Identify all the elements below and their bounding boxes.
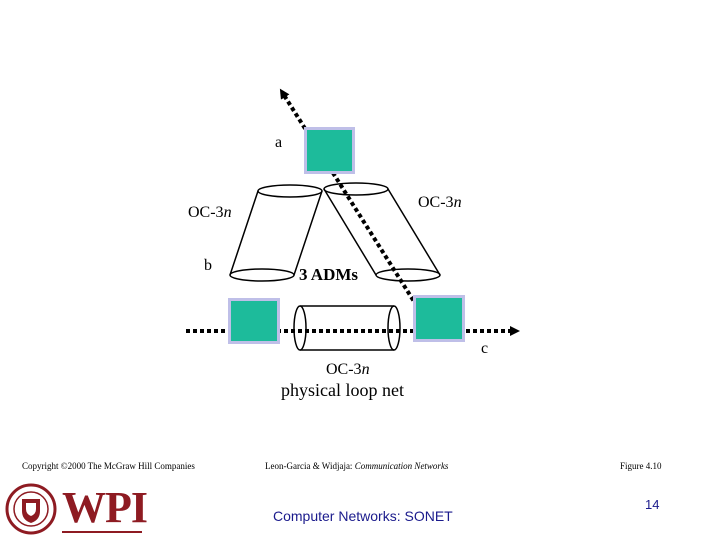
ring-label-left-text: OC-3: [188, 204, 224, 221]
wpi-logo-underline: [62, 531, 142, 533]
ring-label-right-text: OC-3: [418, 194, 454, 211]
fiber-cylinder-left: [229, 184, 323, 282]
ring-label-bottom: OC-3n: [326, 361, 370, 379]
figure-number: Figure 4.10: [620, 461, 662, 471]
course-title: Computer Networks: SONET: [273, 508, 453, 524]
citation-book: Communication Networks: [354, 461, 449, 471]
wpi-logo-text: WPI: [62, 483, 148, 532]
citation-authors: Leon-Garcia & Widjaja:: [265, 461, 353, 471]
wpi-logo: WPI: [4, 483, 148, 535]
adm-b-box: [228, 298, 280, 344]
page-number: 14: [645, 497, 660, 512]
node-label-c: c: [481, 340, 489, 357]
citation: Leon-Garcia & Widjaja: Communication Net…: [265, 461, 448, 471]
copyright-text: Copyright ©2000 The McGraw Hill Companie…: [22, 461, 195, 471]
wpi-seal-icon: [5, 483, 57, 535]
ring-label-right-n: n: [453, 194, 462, 211]
ring-label-left-n: n: [223, 204, 232, 221]
node-label-b: b: [204, 257, 212, 274]
node-label-a: a: [275, 134, 283, 151]
ring-label-left: OC-3n: [188, 204, 232, 222]
ring-label-bottom-text: OC-3: [326, 361, 362, 378]
adm-a-box: [304, 127, 355, 174]
ring-label-bottom-n: n: [361, 361, 370, 378]
ring-label-right: OC-3n: [418, 194, 462, 212]
diagram-caption: physical loop net: [281, 380, 404, 400]
adm-count-label: 3 ADMs: [299, 265, 359, 284]
adm-c-box: [413, 295, 465, 342]
fiber-cylinder-bottom: [293, 305, 401, 351]
